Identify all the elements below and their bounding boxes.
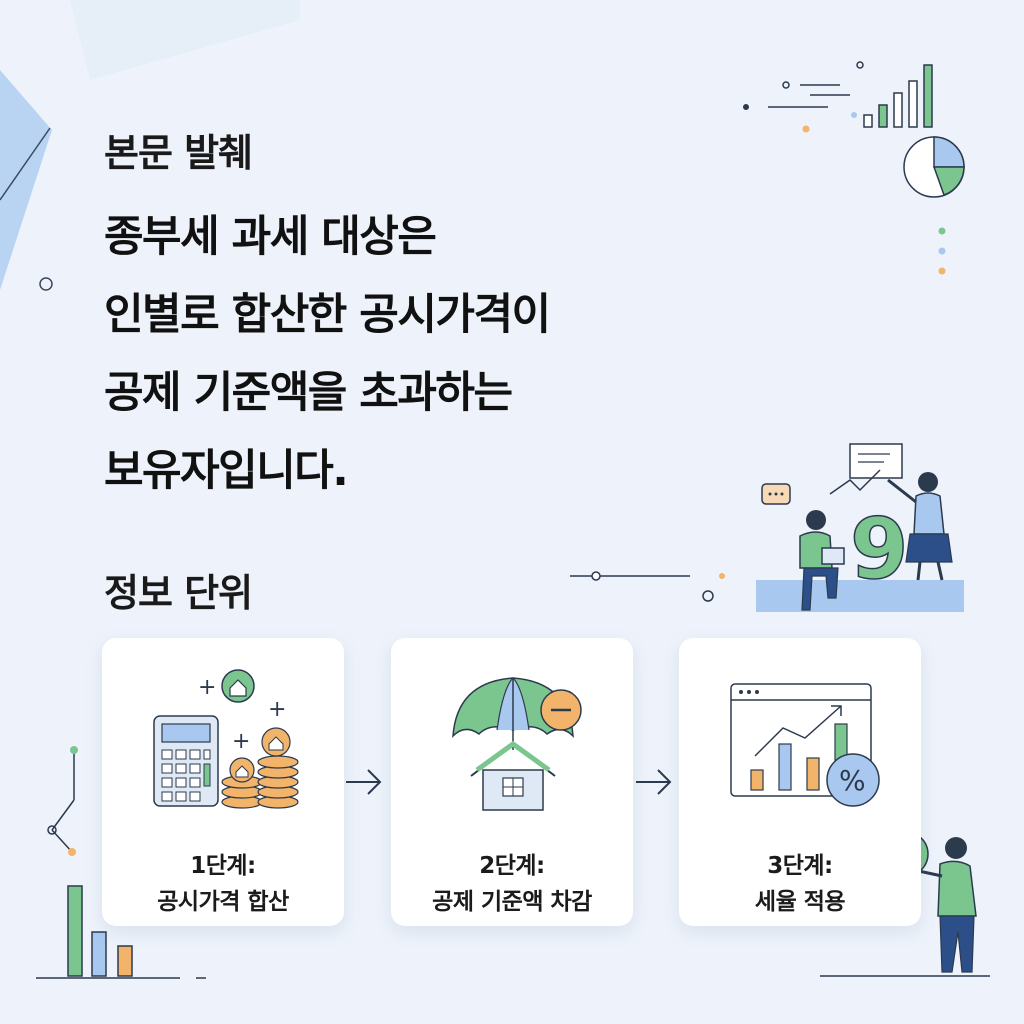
- excerpt-line: 인별로 합산한 공시가격이: [104, 290, 551, 340]
- svg-text:9: 9: [850, 500, 908, 598]
- svg-text:+: +: [268, 697, 286, 722]
- step-number: 3단계:: [767, 853, 833, 879]
- umbrella-house-minus-icon: [452, 677, 582, 811]
- excerpt-heading: 본문 발췌: [104, 131, 253, 175]
- step-title: 세율 적용: [754, 889, 846, 915]
- corner-decoration: [0, 0, 300, 291]
- excerpt-line: 공제 기준액을 초과하는: [104, 368, 513, 418]
- step-number: 1단계:: [190, 853, 256, 879]
- step-number: 2단계:: [479, 853, 545, 879]
- bottom-left-decoration: [36, 746, 206, 979]
- people-illustration: 9: [570, 443, 964, 612]
- excerpt-line: 종부세 과세 대상은: [104, 212, 437, 262]
- step-card-2: 2단계: 공제 기준액 차감: [391, 638, 633, 926]
- arrow-right-icon: [632, 764, 676, 804]
- step-card-3: % 3단계: 세율 적용: [679, 638, 921, 926]
- info-heading: 정보 단위: [104, 571, 253, 615]
- svg-text:+: +: [198, 675, 216, 700]
- top-right-decoration: [743, 61, 965, 275]
- svg-text:+: +: [232, 729, 250, 754]
- excerpt-body: 종부세 과세 대상은 인별로 합산한 공시가격이 공제 기준액을 초과하는 보유…: [104, 198, 724, 510]
- excerpt-line: 보유자입니다.: [104, 446, 349, 496]
- step-card-1: + + + 1단계: 공시가격 합산: [102, 638, 344, 926]
- calculator-coins-house-icon: + + +: [153, 669, 299, 809]
- step-title: 공시가격 합산: [157, 889, 289, 915]
- arrow-right-icon: [342, 764, 386, 804]
- step-title: 공제 기준액 차감: [432, 889, 592, 915]
- chart-percent-icon: %: [730, 683, 880, 807]
- svg-text:%: %: [839, 764, 866, 797]
